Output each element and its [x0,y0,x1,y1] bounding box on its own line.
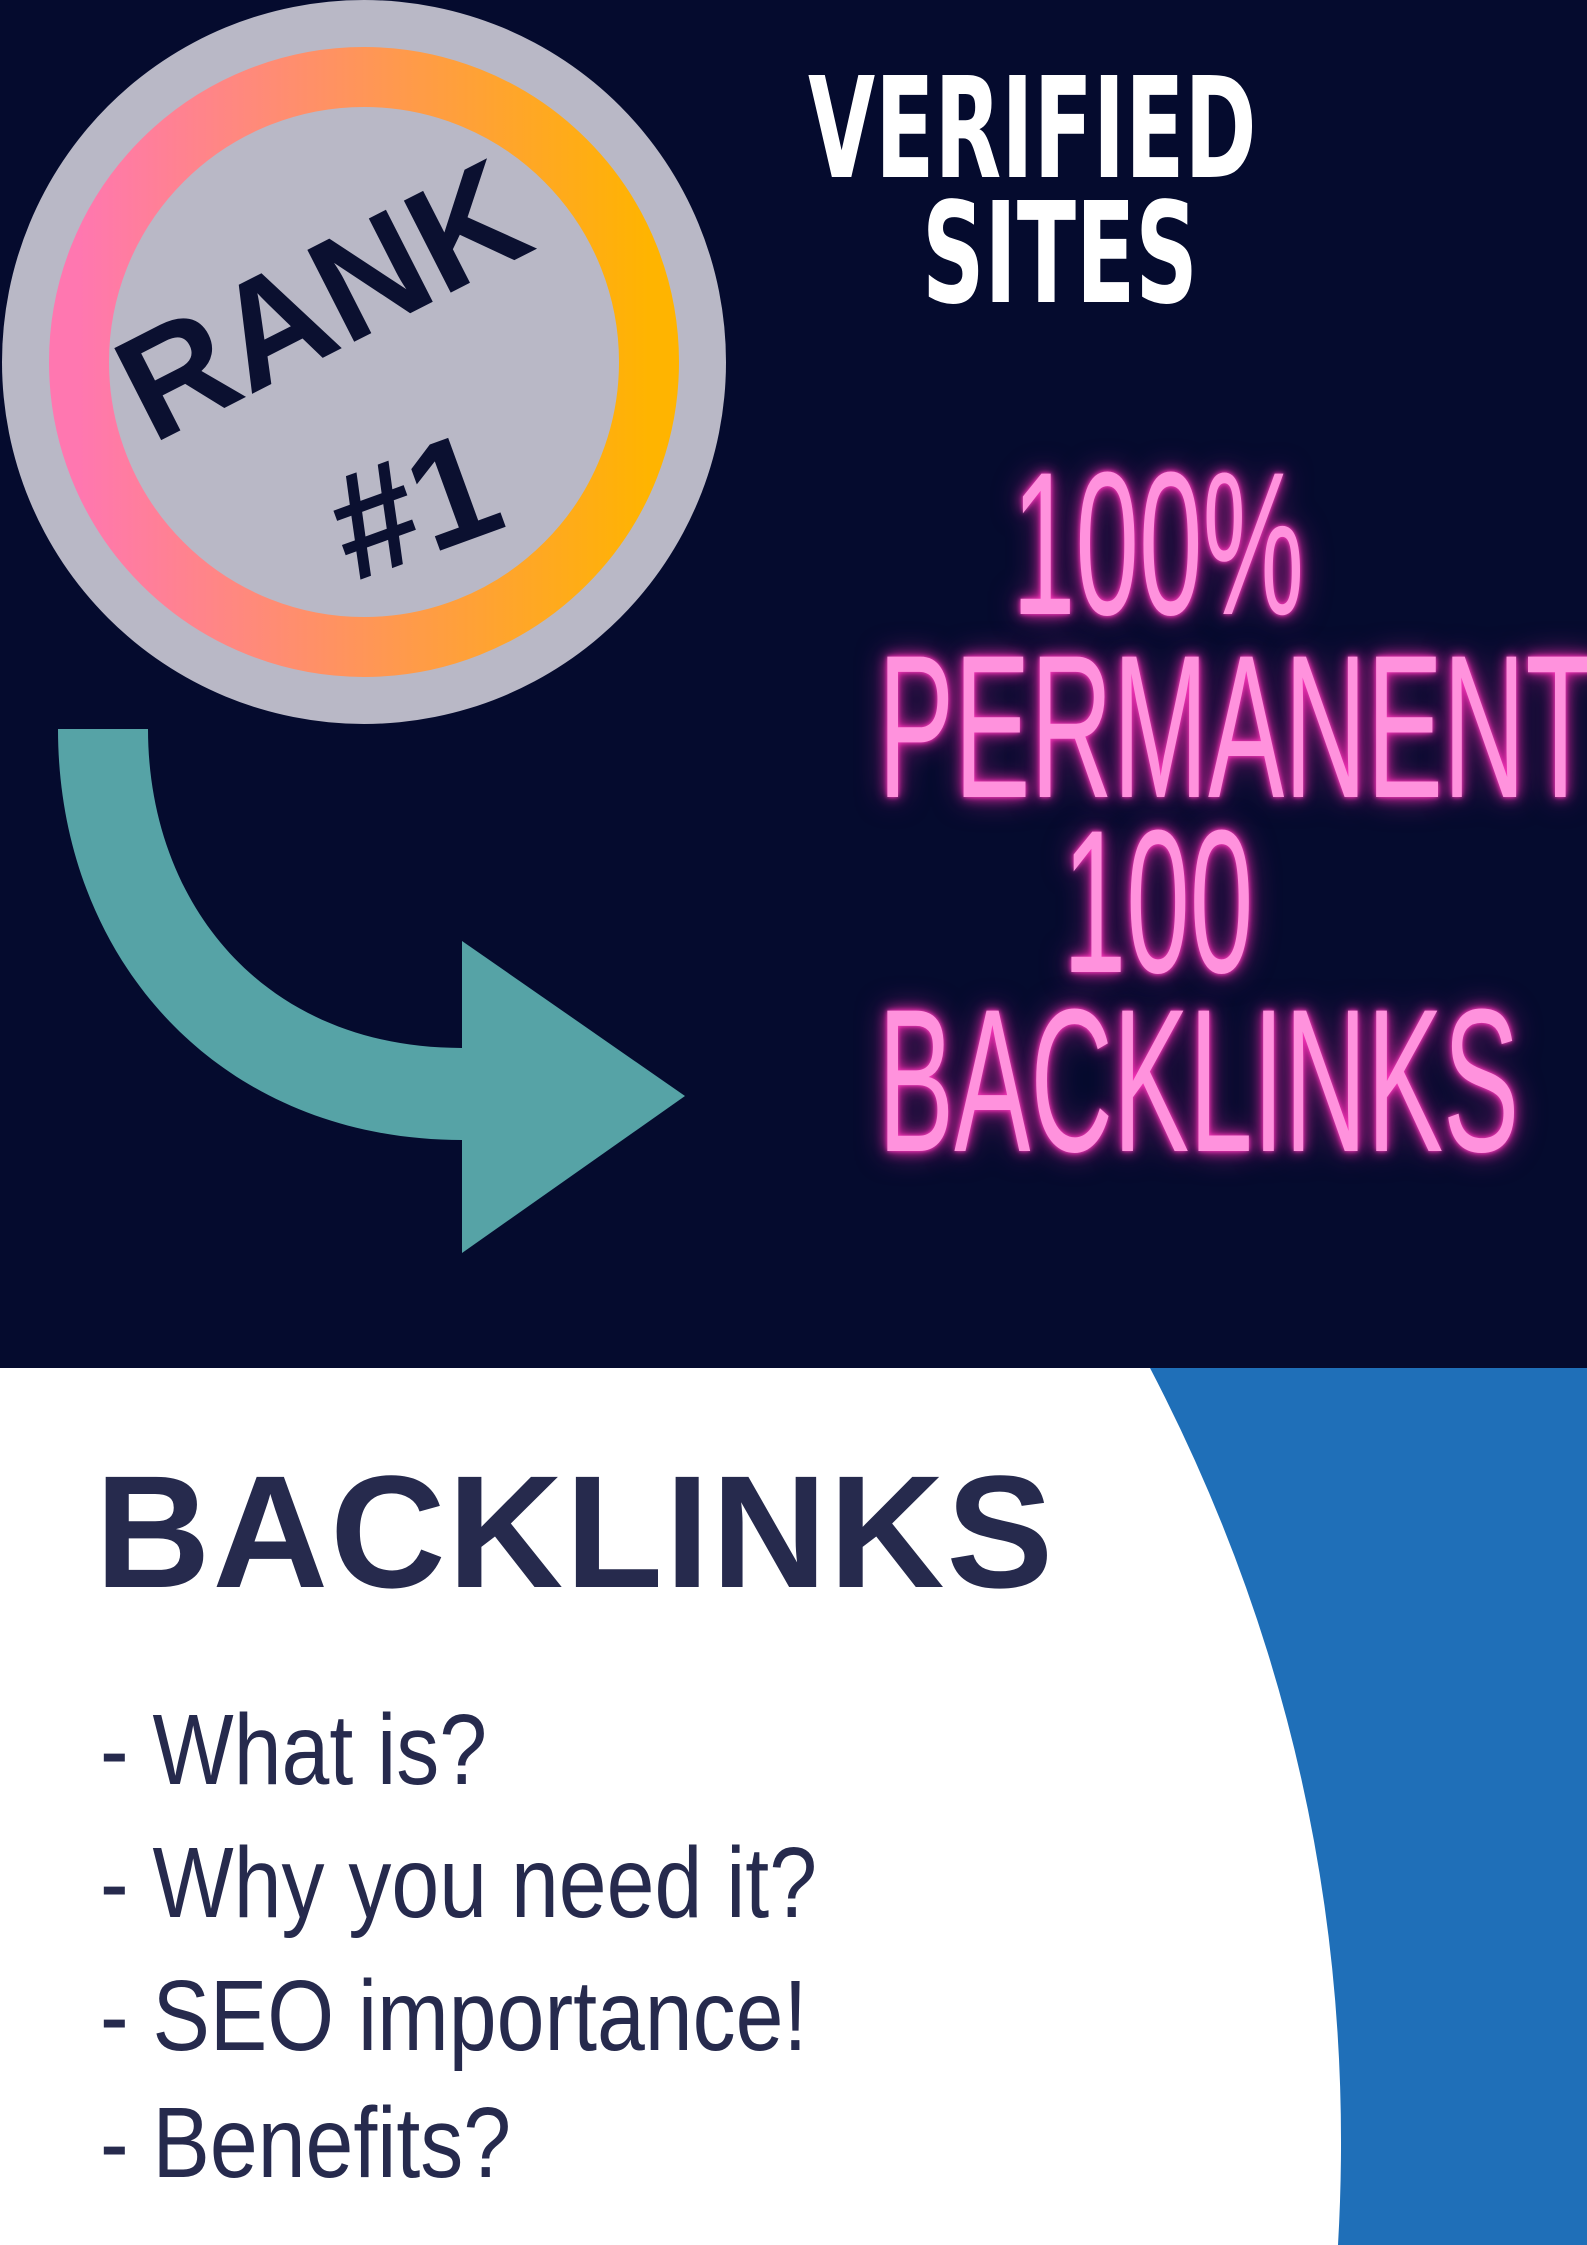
headline-line-1: 100% [1011,430,1305,658]
list-item: - SEO importance! [100,1960,808,2072]
list-item: - Why you need it? [100,1827,818,1939]
list-item: - Benefits? [100,2087,512,2199]
headline-line-3: 100 [1062,788,1254,1016]
rank-badge-ring [49,47,679,677]
verified-label: VERIFIED [808,48,1257,211]
sites-label: SITES [922,173,1198,336]
list-item: - What is? [100,1694,488,1806]
curved-arrow-icon [58,729,462,1140]
headline-line-2: PERMANENT [878,613,1587,841]
headline-line-4: BACKLINKS [878,967,1520,1195]
backlinks-heading: BACKLINKS [95,1442,1056,1621]
arrow-head-icon [462,941,685,1253]
blue-arc-decoration [1150,1368,1587,2245]
